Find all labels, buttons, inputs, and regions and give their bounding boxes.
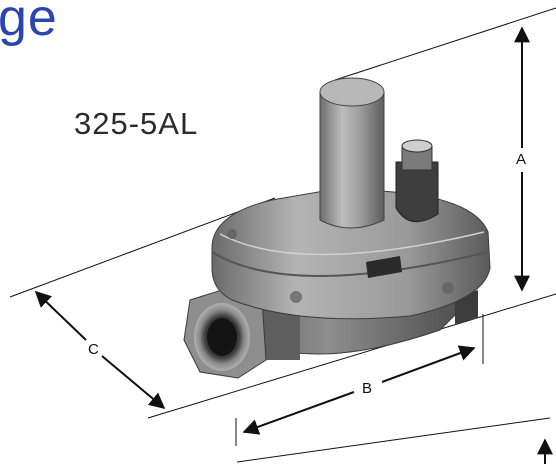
- extension-lines: [9, 7, 556, 463]
- model-number-label: 325-5AL: [74, 106, 199, 141]
- regulator-body: [183, 77, 491, 379]
- dimension-b-label: B: [362, 380, 372, 397]
- dimension-c: [34, 290, 166, 410]
- dimension-c-label: C: [88, 341, 99, 358]
- dimension-a-label: A: [516, 151, 526, 168]
- dimension-b: [242, 345, 476, 435]
- page-heading-fragment: ge: [0, 0, 58, 47]
